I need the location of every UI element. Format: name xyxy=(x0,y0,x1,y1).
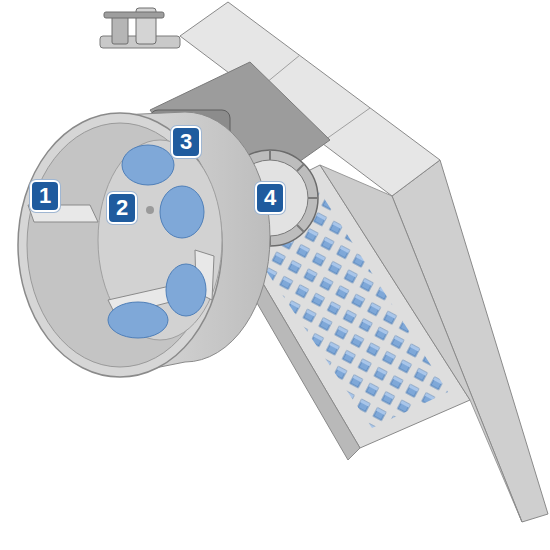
callout-number: 4 xyxy=(255,182,285,214)
callout-number: 2 xyxy=(107,192,137,224)
callout-number: 1 xyxy=(30,180,60,212)
callout-number: 3 xyxy=(171,126,201,158)
